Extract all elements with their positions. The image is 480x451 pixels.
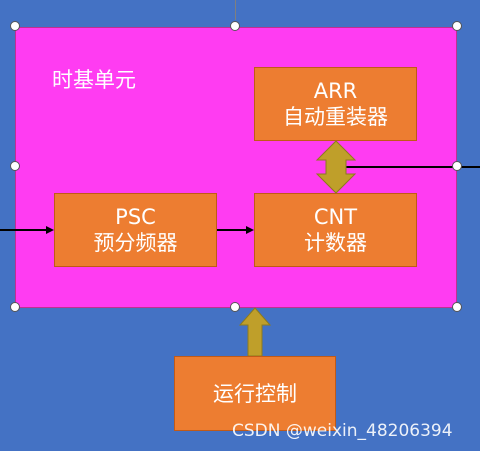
psc-label: PSC xyxy=(115,205,156,229)
psc-box[interactable]: PSC 预分频器 xyxy=(54,193,217,267)
handle-middle-left[interactable] xyxy=(10,161,20,171)
cnt-label: CNT xyxy=(313,205,358,229)
arr-label: ARR xyxy=(313,79,358,103)
handle-bottom-left[interactable] xyxy=(10,302,20,312)
handle-top-center[interactable] xyxy=(230,21,240,31)
cnt-sublabel: 计数器 xyxy=(304,231,367,255)
cnt-box[interactable]: CNT 计数器 xyxy=(254,193,417,267)
arr-box[interactable]: ARR 自动重装器 xyxy=(254,67,417,141)
rotation-handle-stem xyxy=(235,0,236,20)
control-up-arrow xyxy=(238,307,272,357)
watermark: CSDN @weixin_48206394 xyxy=(232,421,453,441)
run-control-box[interactable]: 运行控制 xyxy=(174,356,336,431)
arr-sublabel: 自动重装器 xyxy=(283,105,388,129)
handle-top-right[interactable] xyxy=(452,21,462,31)
run-control-label: 运行控制 xyxy=(213,381,297,406)
psc-sublabel: 预分频器 xyxy=(93,231,178,255)
input-arrow-head xyxy=(46,226,54,234)
handle-bottom-center[interactable] xyxy=(230,302,240,312)
handle-bottom-right[interactable] xyxy=(452,302,462,312)
handle-top-left[interactable] xyxy=(10,21,20,31)
time-base-unit-title: 时基单元 xyxy=(52,68,136,92)
arr-cnt-double-arrow xyxy=(315,140,357,194)
psc-to-cnt-arrow-head xyxy=(246,226,254,234)
handle-middle-right[interactable] xyxy=(452,161,462,171)
